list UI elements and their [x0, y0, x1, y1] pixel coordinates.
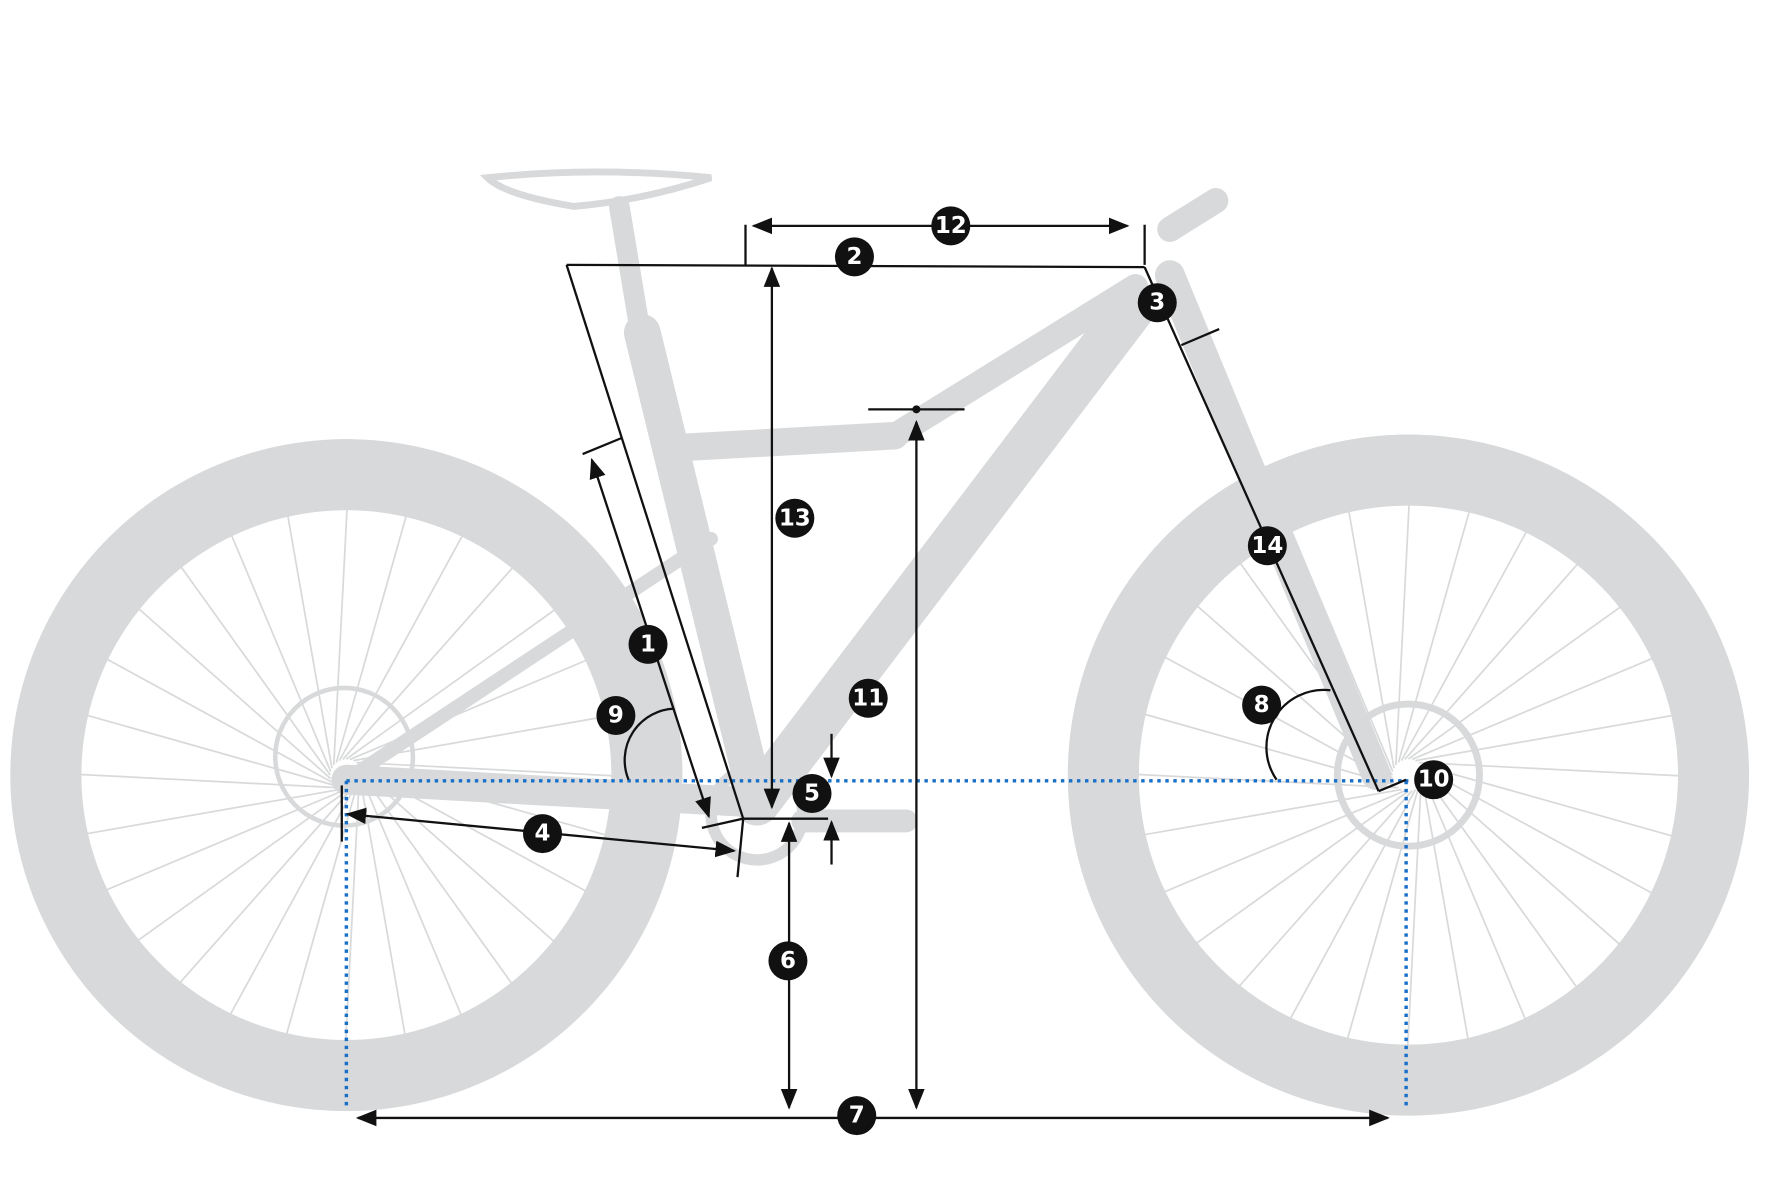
- spoke: [230, 534, 332, 772]
- marker-13: 13: [775, 498, 815, 538]
- spoke: [1407, 606, 1621, 760]
- marker-10: 10: [1414, 760, 1454, 800]
- spoke: [1290, 530, 1394, 772]
- spoke: [335, 515, 408, 763]
- front-wheel: [1067, 434, 1750, 1116]
- spoke: [285, 787, 358, 1035]
- spoke: [80, 773, 337, 789]
- spoke: [180, 566, 332, 776]
- spoke: [86, 788, 340, 835]
- marker-13-label: 13: [779, 505, 811, 531]
- spoke: [349, 659, 587, 761]
- marker-1-label: 1: [640, 631, 656, 657]
- spoke: [345, 609, 556, 760]
- spoke: [1411, 657, 1653, 761]
- marker-7: 7: [837, 1096, 877, 1136]
- spoke: [1415, 714, 1673, 762]
- spoke: [106, 658, 333, 783]
- marker-4-label: 4: [535, 821, 551, 847]
- spoke: [1195, 790, 1409, 945]
- marker-2-label: 2: [846, 244, 862, 270]
- spoke: [1422, 781, 1469, 1040]
- marker-9-label: 9: [608, 702, 624, 728]
- spoke: [1423, 774, 1578, 988]
- spoke: [1289, 789, 1417, 1020]
- spoke: [1163, 789, 1406, 893]
- spoke: [1423, 770, 1621, 945]
- spoke: [1404, 563, 1579, 761]
- front-wheel-spokes: [1137, 504, 1680, 1046]
- spoke: [1420, 764, 1673, 837]
- bike-silhouette: [10, 168, 1750, 1116]
- spoke: [229, 789, 355, 1015]
- spoke: [1144, 713, 1397, 786]
- marker-9: 9: [596, 695, 636, 735]
- marker-3-label: 3: [1149, 290, 1165, 316]
- spoke: [1406, 785, 1422, 1046]
- spoke: [1418, 761, 1680, 777]
- reference-lines: [344, 779, 1409, 1110]
- marker-1: 1: [628, 624, 668, 664]
- markers: 1 2 3 4 5 6 7 8 9 10 11 12 13 14: [522, 206, 1454, 1136]
- spoke: [1137, 773, 1399, 789]
- spoke: [342, 566, 514, 761]
- marker-12: 12: [931, 206, 971, 246]
- spoke: [332, 509, 348, 766]
- marker-4: 4: [522, 814, 562, 854]
- spoke: [1397, 511, 1471, 763]
- marker-7-label: 7: [849, 1103, 865, 1129]
- spoke: [356, 761, 613, 777]
- spoke: [361, 774, 513, 984]
- spoke: [1422, 767, 1653, 894]
- marker-10-label: 10: [1418, 767, 1450, 793]
- spoke: [106, 789, 344, 891]
- spoke: [286, 515, 333, 769]
- marker-3: 3: [1137, 283, 1177, 323]
- spoke: [137, 790, 347, 942]
- spoke: [179, 790, 351, 984]
- marker-8-label: 8: [1254, 692, 1270, 718]
- spoke: [338, 535, 464, 762]
- spoke: [1423, 778, 1527, 1020]
- marker-14-label: 14: [1251, 533, 1283, 559]
- marker-5: 5: [792, 773, 832, 813]
- brake-rotor: [1333, 700, 1483, 850]
- marker-12-label: 12: [935, 213, 967, 239]
- spoke: [138, 608, 332, 780]
- spoke: [1347, 510, 1395, 769]
- spoke: [1144, 788, 1402, 836]
- spoke: [1238, 790, 1413, 987]
- spoke: [86, 714, 335, 786]
- spoke: [1400, 531, 1528, 762]
- marker-14: 14: [1247, 526, 1287, 566]
- marker-2: 2: [834, 237, 874, 277]
- marker-6-label: 6: [780, 948, 796, 974]
- spoke: [1395, 504, 1410, 766]
- marker-5-label: 5: [804, 780, 820, 806]
- marker-11: 11: [848, 678, 888, 718]
- marker-11-label: 11: [852, 685, 884, 711]
- marker-6: 6: [768, 941, 808, 981]
- marker-8: 8: [1242, 685, 1282, 725]
